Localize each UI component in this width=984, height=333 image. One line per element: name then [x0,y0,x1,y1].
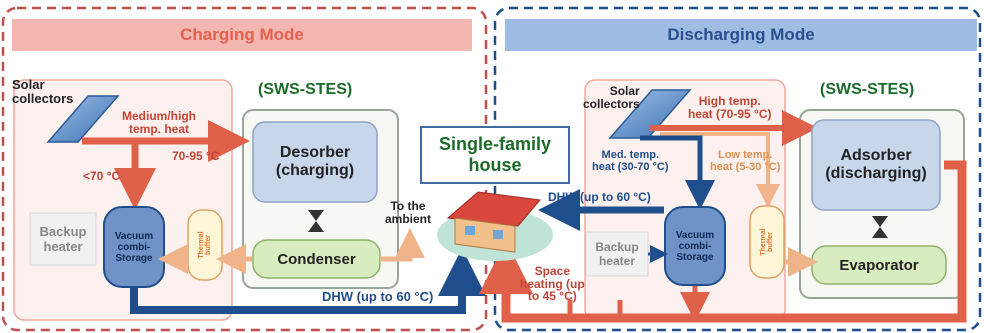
house-label-box [420,126,570,184]
house-label: Single-family house [438,134,552,175]
discharging-solar-collectors-label: Solar collectors [583,84,640,111]
charging-sws-stes-label: (SWS-STES) [258,81,353,98]
valve-icon-lower [308,221,324,232]
lt70-label: <70 °C [83,169,121,183]
discharging-thermal-buffer [749,205,785,279]
temp-70-95-label: 70-95 °C [172,149,220,163]
high-temp-heat-label: High temp. heat (70-95 °C) [688,94,772,121]
ambient-pipe [380,228,425,262]
valve-icon-lower [872,227,888,238]
solar-panel-icon [46,95,120,143]
med-temp-heat-label: Med. temp. heat (30-70 °C) [592,149,669,173]
condenser-label: Condenser [277,250,356,268]
charging-dhw-label: DHW (up to 60 °C) [322,289,434,304]
charging-backup-heater-box [29,212,97,266]
house-window [493,230,503,239]
charging-solar-collectors-label: Solar collectors [12,77,74,106]
desorber-box [252,121,378,203]
adsorber-label: Adsorber (discharging) [825,147,927,182]
charging-header-bar [12,19,472,51]
desorber-label: Desorber (charging) [275,144,355,179]
house-window [465,226,475,235]
low-temp-pipe [660,132,780,208]
charging-storage-label: Vacuum combi- Storage [114,230,154,264]
discharging-backup-heater-box [585,231,649,277]
adsorber-box [811,119,941,211]
to-ambient-label: To the ambient [385,199,432,226]
discharging-dhw-label: DHW (up to 60 °C) [548,190,651,204]
evaporator-label: Evaporator [839,256,919,274]
med-temp-pipe [640,135,715,210]
discharging-backup-heater-label: Backup heater [595,240,639,268]
discharging-storage-label: Vacuum combi- Storage [675,229,715,263]
discharging-frame [493,6,982,332]
space-heating-loop [479,160,967,323]
charging-mode-title: Charging Mode [180,25,304,44]
charging-dhw-pipe [130,248,486,314]
discharging-sws-stes-label: (SWS-STES) [820,81,915,98]
discharging-mode-title: Discharging Mode [667,25,815,44]
charging-thermal-buffer-label: Thermal buffer [198,231,212,259]
solar-panel-icon [608,89,692,139]
discharging-thermal-buffer-label: Thermal buffer [760,228,774,256]
low-temp-heat-label: Low temp. heat (5-30 °C) [710,149,781,173]
valve-icon [308,210,324,221]
valve-icon [872,216,888,227]
space-heating-label: Space heating (up to 45 °C) [520,264,585,304]
charging-backup-heater-label: Backup heater [39,224,87,254]
discharging-header-bar [505,19,977,51]
medium-high-heat-label: Medium/high temp. heat [122,109,196,136]
